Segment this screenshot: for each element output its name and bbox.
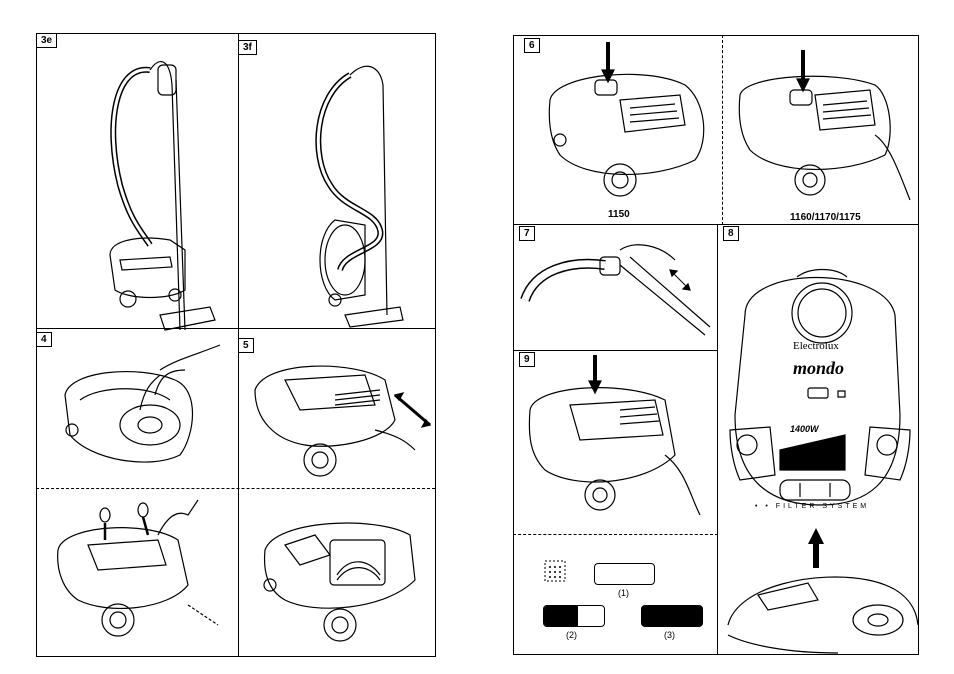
illustration-open-lid-4 [60,340,230,480]
right-divider-vertical [717,224,718,654]
illustration-vacuum-closeup [728,565,918,655]
arrow-up-icon [808,528,824,568]
indicator-label-1: (1) [618,588,629,598]
filter-system-label: • • FILTER SYSTEM [755,503,869,510]
panel-label-6: 6 [524,38,540,53]
right-divider-mid [513,350,718,351]
power-1400w: 1400W [790,424,819,434]
left-dashed-divider [36,488,435,489]
illustration-control-panel-8 [725,255,915,515]
panel-label-3e: 3e [36,33,57,48]
illustration-vacuum-1150 [545,40,715,205]
indicator-full [641,605,703,627]
caption-model-1150: 1150 [608,209,630,220]
indicator-half [543,605,605,627]
right-dashed-bottom [513,534,718,535]
panel-label-4: 4 [36,332,52,347]
right-dashed-vertical [722,35,723,225]
illustration-vacuum-1160 [735,45,915,205]
illustration-cord-5 [245,350,435,485]
panel-label-3f: 3f [238,40,257,55]
panel-label-8: 8 [723,226,739,241]
caption-model-1160: 1160/1170/1175 [790,212,861,223]
indicator-empty [594,563,655,585]
illustration-cord-compartment [255,500,430,650]
filter-icon [544,560,566,582]
product-mondo: mondo [793,358,844,379]
illustration-vacuum-stored-3f [305,45,425,330]
illustration-tube-7 [520,235,715,345]
illustration-step-button [48,495,238,645]
illustration-vacuum-upright-3e [90,45,230,330]
indicator-label-2: (2) [566,630,577,640]
right-divider-top [513,224,918,225]
brand-electrolux: Electrolux [793,340,839,352]
indicator-label-3: (3) [664,630,675,640]
illustration-vacuum-9 [525,355,715,520]
